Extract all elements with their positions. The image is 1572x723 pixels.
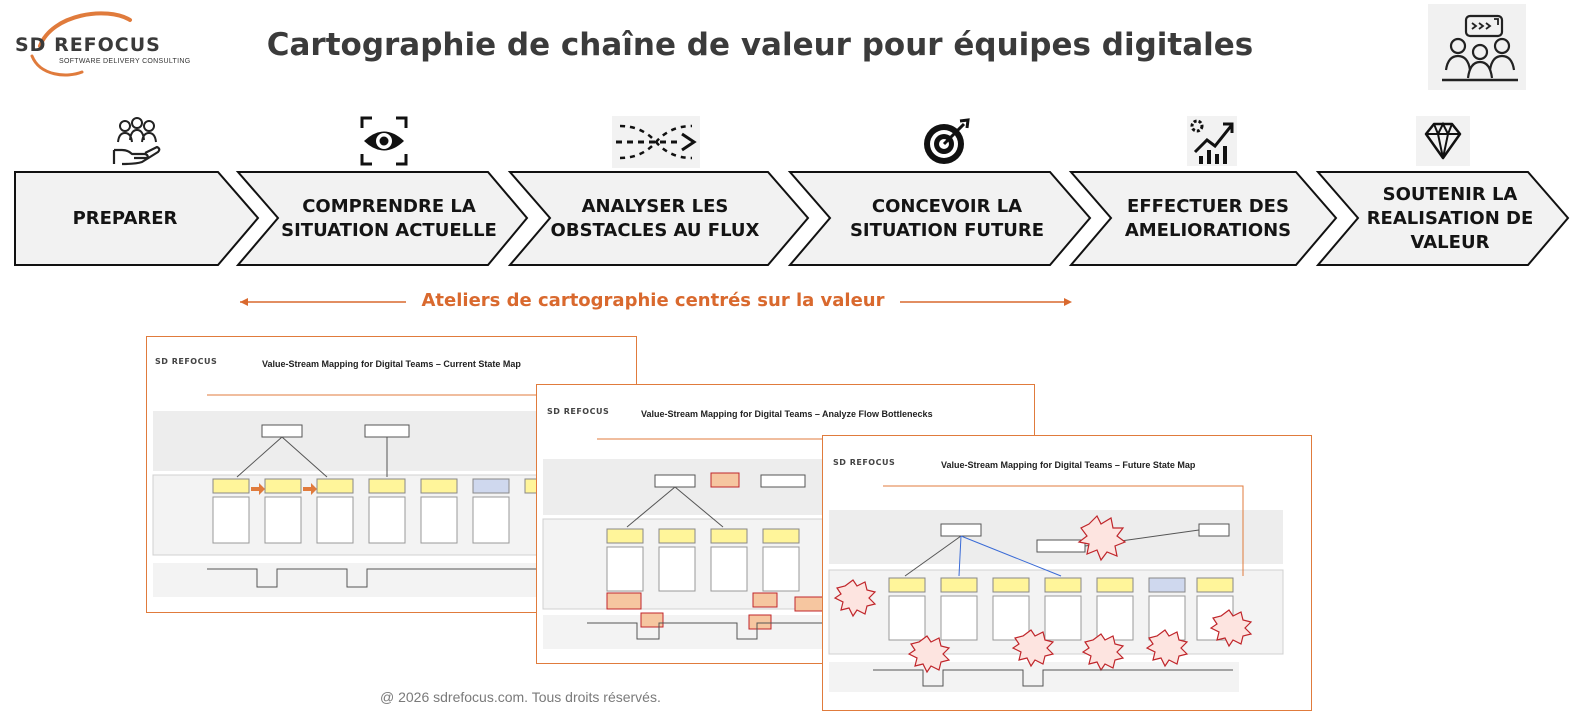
phase-label-1: PREPARER: [72, 208, 178, 229]
logo-tagline: SOFTWARE DELIVERY CONSULTING: [59, 58, 191, 65]
map-title: Value-Stream Mapping for Digital Teams –…: [641, 409, 933, 419]
chevron-phase-4: [787, 171, 1092, 266]
workshop-label: Ateliers de cartographie centrés sur la …: [421, 290, 885, 311]
chevron-phase-6: [1315, 171, 1570, 266]
logo-wordmark: SD REFOCUS: [15, 34, 161, 56]
future-state-map-thumbnail: SD REFOCUS Value-Stream Mapping for Digi…: [822, 435, 1312, 711]
chevron-phase-3: [507, 171, 810, 266]
map-title: Value-Stream Mapping for Digital Teams –…: [941, 460, 1196, 470]
copyright-footer: @ 2026 sdrefocus.com. Tous droits réserv…: [380, 689, 661, 705]
mini-logo: SD REFOCUS: [155, 357, 218, 366]
mini-logo: SD REFOCUS: [833, 458, 896, 467]
chevron-phase-1: [14, 171, 260, 266]
people-hand-icon: [111, 116, 163, 168]
diamond-icon: [1416, 116, 1470, 166]
chevron-phase-5: [1068, 171, 1338, 266]
eye-scan-icon: [360, 116, 408, 166]
growth-chart-icon: [1187, 116, 1237, 166]
team-meeting-icon: [1428, 4, 1526, 90]
page-title: Cartographie de chaîne de valeur pour éq…: [266, 27, 1254, 63]
workshop-span-arrows: [240, 298, 1072, 306]
company-logo: SD REFOCUS SOFTWARE DELIVERY CONSULTING: [12, 6, 190, 78]
logo-swoosh-icon: [30, 11, 132, 77]
mini-logo: SD REFOCUS: [547, 407, 610, 416]
phase-chevrons: [14, 171, 1570, 266]
chevron-phase-2: [235, 171, 529, 266]
target-icon: [922, 118, 970, 166]
map-title: Value-Stream Mapping for Digital Teams –…: [262, 359, 521, 369]
flow-arrows-icon: [612, 116, 700, 168]
